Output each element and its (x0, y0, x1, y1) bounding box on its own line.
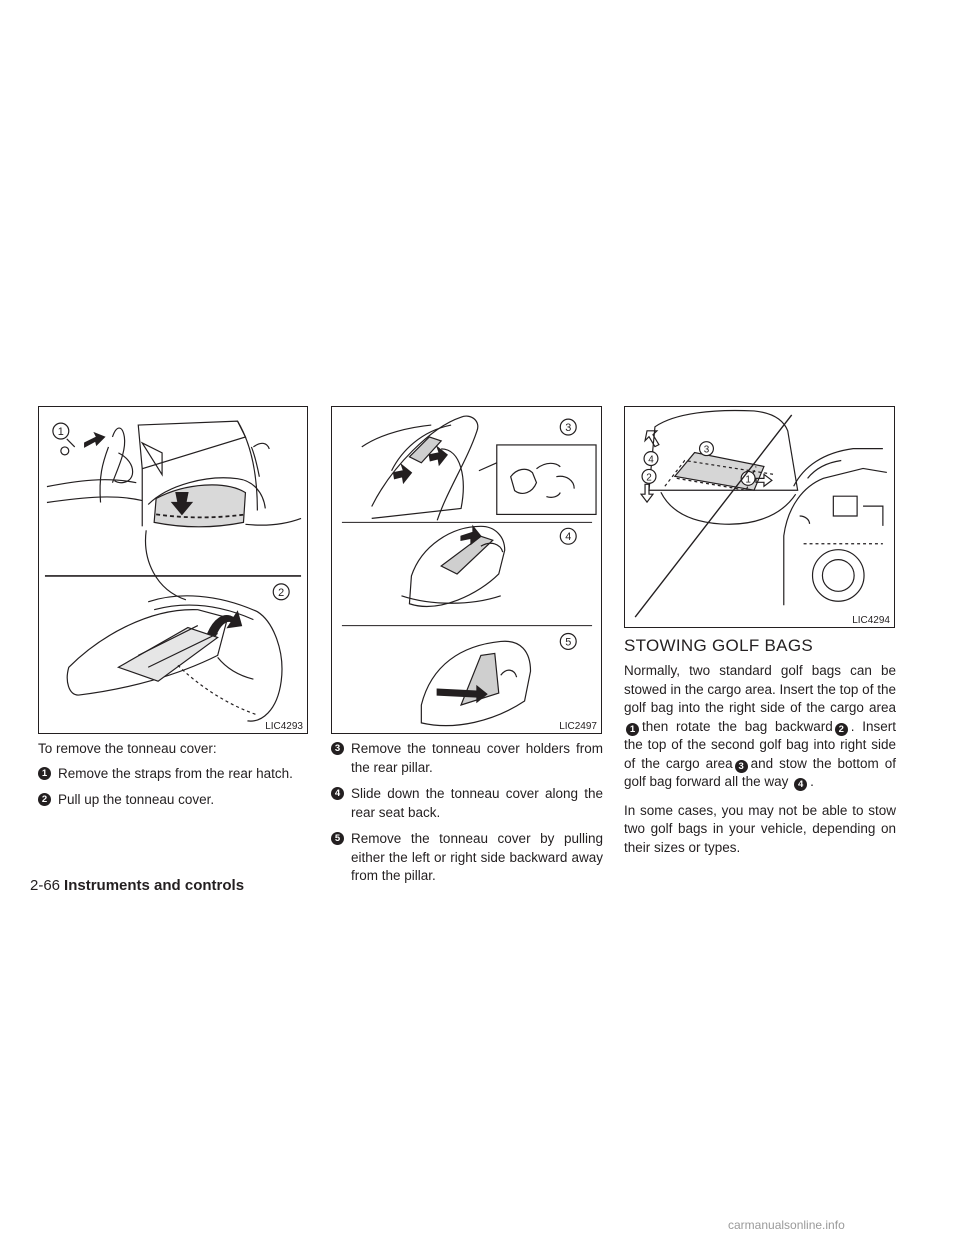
golf-bags-illustration: 4 2 3 1 (634, 409, 887, 618)
step-number-badge: 1 (38, 766, 51, 780)
tonneau-straps-illustration: 1 2 (44, 420, 302, 722)
golf-bags-note: In some cases, you may not be able to st… (624, 802, 896, 855)
callout-badge: 2 (834, 722, 848, 736)
figure-remove-straps: 1 2 LIC4293 (38, 406, 308, 734)
svg-text:2: 2 (646, 472, 652, 483)
step-text: Remove the tonneau cover by pulling eith… (351, 831, 603, 883)
step-2: 2 Pull up the tonneau cover. (38, 791, 310, 810)
para-text: . (810, 774, 814, 789)
figure-code: LIC4294 (850, 615, 890, 626)
step-number-badge: 4 (331, 787, 344, 800)
step-text: Pull up the tonneau cover. (58, 792, 215, 807)
para-text: Normally, two standard golf bags can be … (624, 663, 896, 715)
tonneau-holders-illustration: 3 4 5 (341, 415, 597, 727)
step-text: Slide down the tonneau cover along the r… (351, 786, 603, 820)
section-heading: STOWING GOLF BAGS (624, 636, 813, 655)
figure-remove-holders: 3 4 5 LIC2497 (331, 406, 602, 734)
section-title: Instruments and controls (64, 877, 245, 894)
svg-text:3: 3 (704, 445, 710, 456)
right-column: Normally, two standard golf bags can be … (624, 662, 896, 857)
figure-code: LIC4293 (263, 721, 303, 732)
svg-text:5: 5 (565, 636, 571, 648)
svg-text:4: 4 (565, 531, 571, 543)
para-text: . Insert the top of the second golf bag … (624, 718, 897, 771)
callout-badge: 3 (734, 759, 748, 773)
step-text: Remove the straps from the rear hatch. (58, 765, 293, 781)
svg-text:1: 1 (745, 474, 751, 485)
intro-text: To remove the tonneau cover: (38, 741, 217, 756)
svg-text:2: 2 (278, 587, 284, 599)
callout-badge: 1 (626, 722, 639, 736)
svg-text:1: 1 (58, 426, 64, 438)
watermark: carmanualsonline.info (728, 1218, 845, 1232)
page-number: 2-66 (30, 877, 61, 894)
left-column: To remove the tonneau cover: 1 Remove th… (38, 740, 310, 818)
step-number-badge: 2 (38, 793, 51, 806)
golf-bags-paragraph: Normally, two standard golf bags can be … (624, 662, 896, 792)
svg-text:3: 3 (565, 422, 571, 434)
figure-golf-bags: 4 2 3 1 LIC4294 (624, 406, 895, 628)
para-text: then rotate the bag backward (642, 718, 833, 734)
step-1: 1 Remove the straps from the rear hatch. (38, 765, 310, 784)
figure-code: LIC2497 (557, 721, 597, 732)
svg-text:4: 4 (648, 454, 654, 465)
step-4: 4 Slide down the tonneau cover along the… (331, 785, 603, 822)
step-text: Remove the tonneau cover holders from th… (351, 741, 603, 775)
para-text: and stow the bottom of golf bag forward … (624, 755, 896, 790)
middle-column: 3 Remove the tonneau cover holders from … (331, 740, 603, 894)
callout-badge: 4 (794, 778, 808, 791)
step-number-badge: 3 (331, 742, 344, 755)
step-3: 3 Remove the tonneau cover holders from … (331, 740, 603, 777)
step-number-badge: 5 (331, 832, 344, 845)
step-5: 5 Remove the tonneau cover by pulling ei… (331, 830, 603, 886)
